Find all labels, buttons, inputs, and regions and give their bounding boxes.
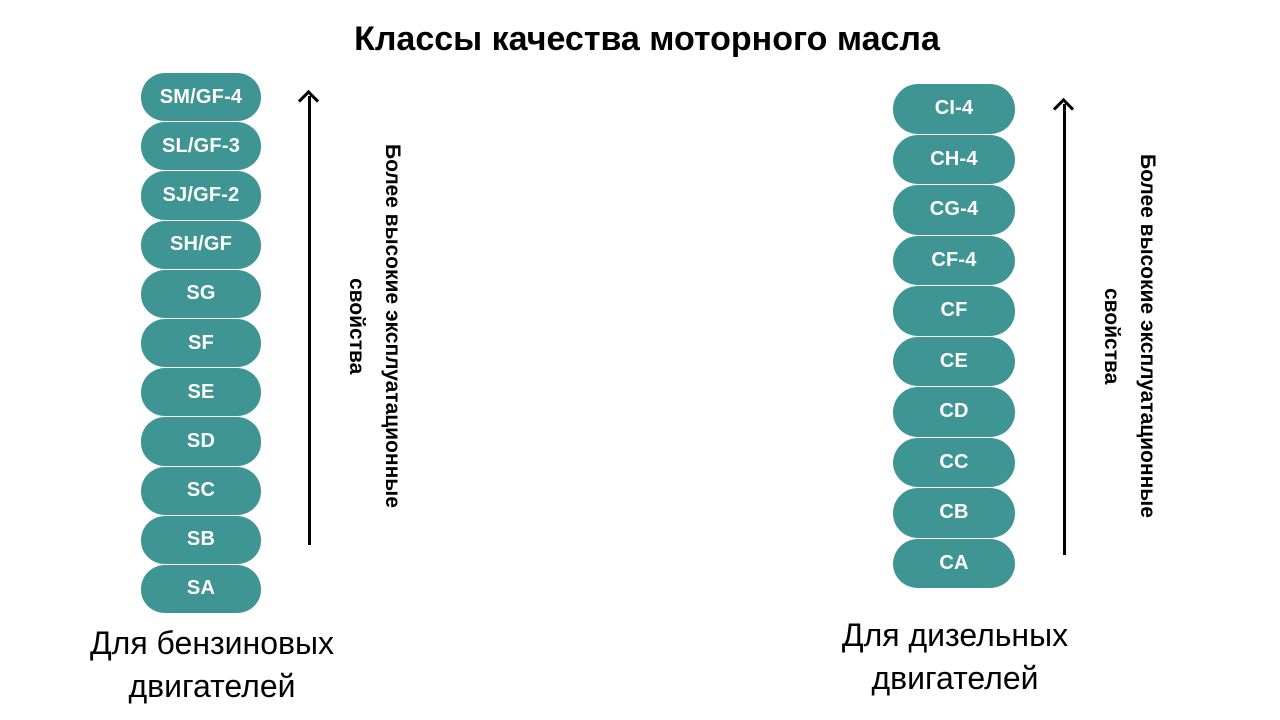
- petrol-class-pill: SB: [141, 515, 261, 565]
- up-arrow-icon: [297, 89, 320, 545]
- diesel-class-pill: CC: [893, 437, 1015, 488]
- petrol-class-pill: SL/GF-3: [141, 122, 261, 172]
- petrol-class-pill: SH/GF: [141, 220, 261, 270]
- diesel-class-pill: CE: [893, 336, 1015, 387]
- petrol-class-pill: SJ/GF-2: [141, 171, 261, 221]
- petrol-class-pill: SM/GF-4: [141, 73, 261, 123]
- diesel-class-pill: CF: [893, 286, 1015, 337]
- diesel-class-pill: CF-4: [893, 235, 1015, 286]
- page-title: Классы качества моторного масла: [354, 20, 940, 58]
- petrol-class-pill: SC: [141, 466, 261, 516]
- diesel-class-pill: CH-4: [893, 134, 1015, 185]
- diesel-class-pill: CG-4: [893, 185, 1015, 236]
- diesel-class-pill: CB: [893, 488, 1015, 539]
- diesel-arrow-label: Более высокие эксплуатационные свойства: [1100, 154, 1159, 518]
- diesel-class-pill: CD: [893, 387, 1015, 438]
- petrol-class-stack: SM/GF-4 SL/GF-3 SJ/GF-2 SH/GF SG SF SE S…: [141, 73, 261, 615]
- diesel-class-pill: CI-4: [893, 84, 1015, 135]
- petrol-class-pill: SE: [141, 368, 261, 418]
- petrol-class-pill: SA: [141, 564, 261, 615]
- up-arrow-icon: [1052, 97, 1075, 555]
- petrol-class-pill: SG: [141, 269, 261, 319]
- diesel-caption: Для дизельных двигателей: [841, 617, 1069, 696]
- petrol-class-pill: SD: [141, 417, 261, 467]
- diesel-class-pill: CA: [893, 538, 1015, 589]
- petrol-caption: Для бензиновых двигателей: [89, 625, 334, 704]
- petrol-arrow-label: Более высокие эксплуатационные свойства: [345, 144, 404, 508]
- petrol-class-pill: SF: [141, 318, 261, 369]
- diesel-class-stack: CI-4 CH-4 CG-4 CF-4 CF CE CD CC CB CA: [893, 84, 1015, 589]
